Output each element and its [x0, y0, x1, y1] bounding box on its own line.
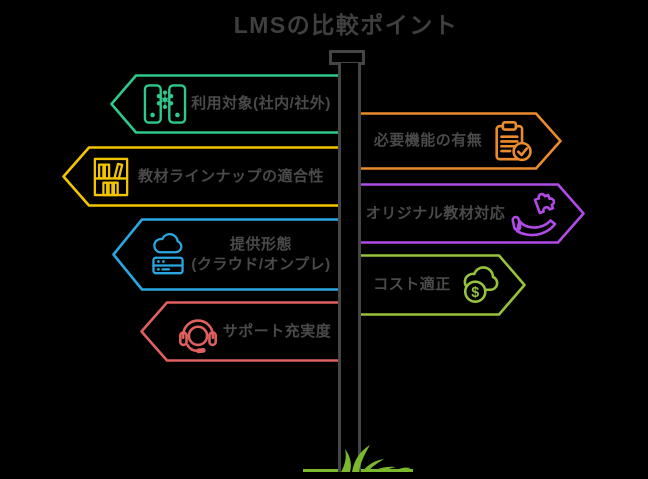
sign-label: 必要機能の有無 [373, 132, 483, 150]
sign-label: コスト適正 [373, 276, 451, 294]
sign-original-content: オリジナル教材対応 [348, 183, 585, 244]
bookshelf-icon [92, 156, 130, 198]
sign-content-lineup: 教材ラインナップの適合性 [62, 146, 348, 207]
sign-label: サポート充実度 [222, 322, 332, 340]
sign-label: オリジナル教材対応 [365, 204, 506, 222]
headset-icon [176, 310, 220, 354]
clipboard-check-icon [490, 119, 534, 163]
dollar-symbol: $ [471, 285, 479, 301]
sign-label: 教材ラインナップの適合性 [137, 167, 324, 185]
sign-cost-fairness: コスト適正 $ [348, 254, 526, 316]
users-group-icon [142, 83, 188, 125]
grass-tuft [338, 444, 416, 472]
sign-support-level: サポート充実度 [140, 301, 348, 362]
cloud-server-icon [148, 232, 188, 277]
sign-label-line1: 提供形態 [229, 236, 292, 253]
sign-usage-target: 利用対象(社内/社外) [110, 74, 348, 134]
cloud-dollar-icon: $ [458, 264, 504, 306]
sign-label-line2: (クラウド/オンプレ) [191, 255, 331, 273]
sign-delivery-form: 提供形態 (クラウド/オンプレ) [112, 218, 348, 291]
sign-label: 利用対象(社内/社外) [191, 95, 331, 113]
sign-label: 提供形態 (クラウド/オンプレ) [188, 235, 334, 274]
hand-puzzle-icon [507, 191, 559, 237]
signpost-pole [338, 63, 361, 472]
sign-required-functions: 必要機能の有無 [348, 112, 562, 170]
page-title: LMSの比較ポイント [233, 12, 459, 38]
